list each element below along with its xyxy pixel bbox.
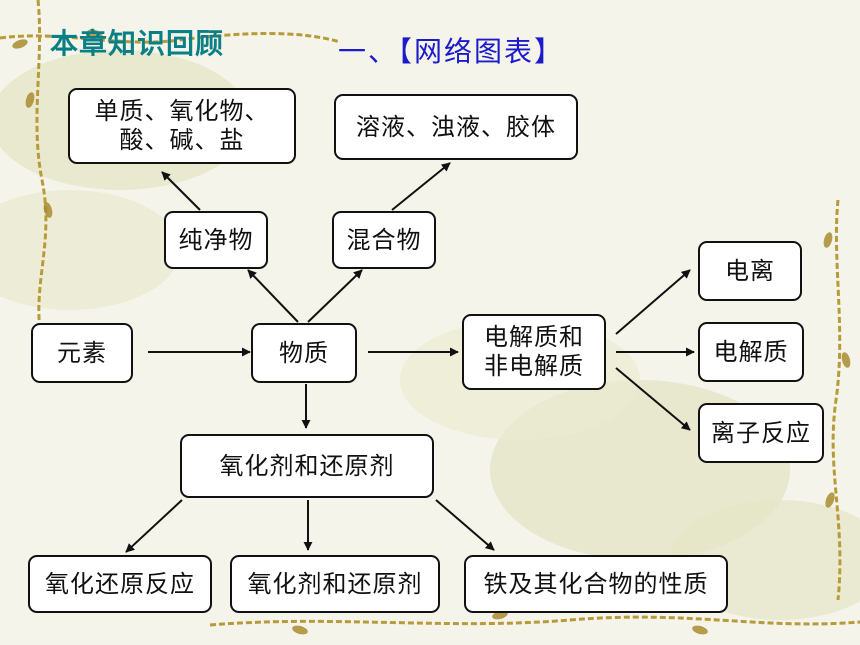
arrow-electrolyte-to-ionic (615, 367, 691, 431)
node-mixture: 混合物 (332, 211, 436, 269)
node-iron-compounds: 铁及其化合物的性质 (464, 555, 728, 613)
node-redox-reaction: 氧化还原反应 (28, 555, 212, 613)
arrow-redox-to-iron (435, 499, 495, 551)
arrow-matter-to-mixture (307, 269, 363, 323)
section-title: 本章知识回顾 (50, 27, 225, 60)
node-electrolyte-nonelectrolyte: 电解质和 非电解质 (462, 314, 606, 390)
arrow-redox-to-reaction (125, 499, 183, 553)
arrow-mixture-to-types (391, 162, 451, 211)
node-electrolyte: 电解质 (698, 322, 804, 382)
arrow-matter-to-pure (247, 269, 299, 323)
diagram-subtitle: 一、【网络图表】 (338, 35, 565, 68)
arrow-pure-to-types (161, 171, 201, 211)
node-mixture-types: 溶液、浊液、胶体 (334, 94, 578, 160)
arrow-electrolyte-to-ionization (615, 269, 691, 335)
node-pure-substance: 纯净物 (164, 211, 268, 269)
node-pure-types: 单质、氧化物、 酸、碱、盐 (68, 88, 296, 164)
node-ionization: 电离 (698, 241, 802, 301)
node-ionic-reaction: 离子反应 (698, 403, 824, 463)
node-redox-agents-2: 氧化剂和还原剂 (230, 555, 440, 613)
node-matter: 物质 (251, 323, 357, 383)
node-element: 元素 (31, 323, 133, 383)
node-redox-agents: 氧化剂和还原剂 (180, 434, 434, 498)
